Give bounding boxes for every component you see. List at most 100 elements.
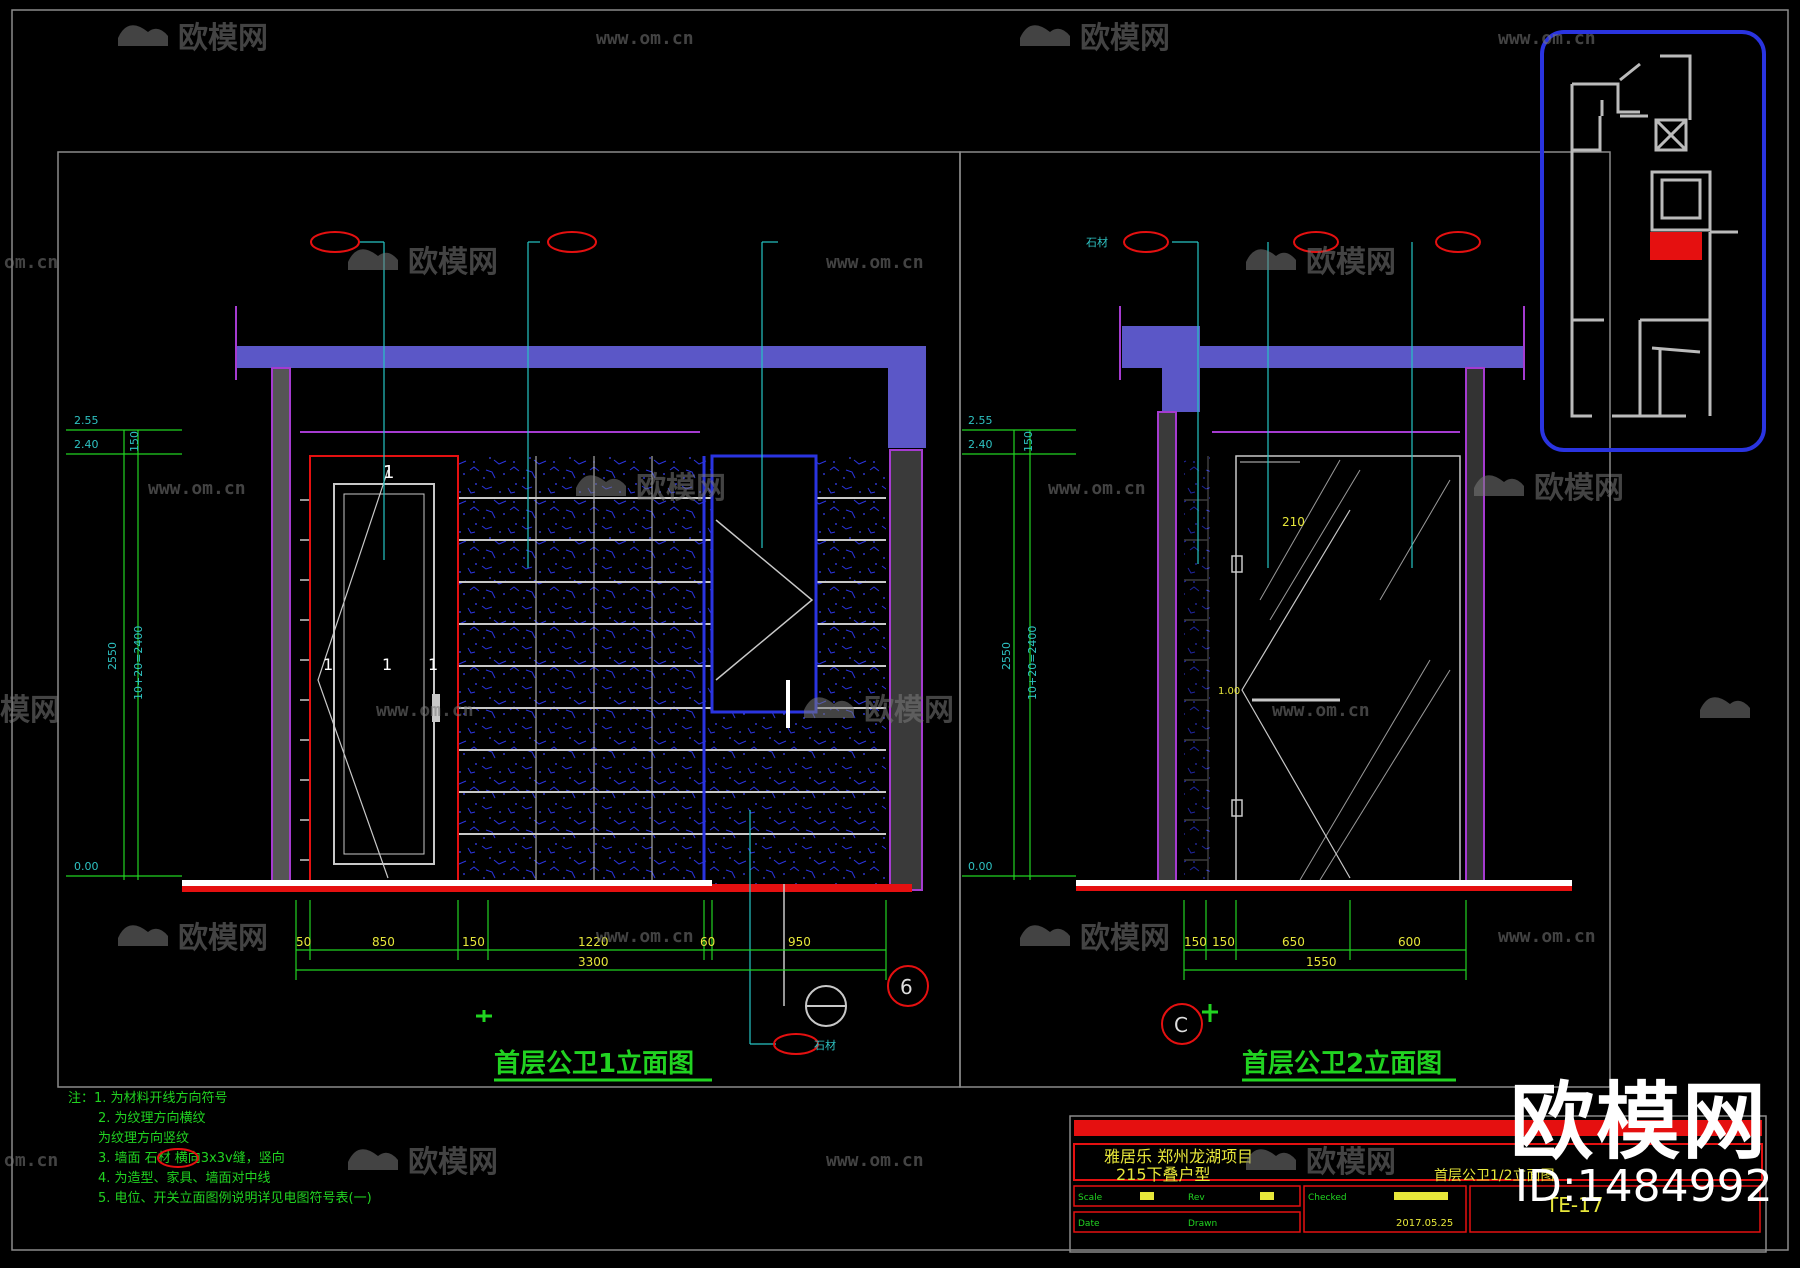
svg-text:欧模网: 欧模网: [408, 1145, 498, 1180]
svg-text:www.om.cn: www.om.cn: [826, 1150, 924, 1171]
ceiling-slab: [236, 346, 926, 448]
brand-logo-text: 欧模网: [1510, 1073, 1769, 1171]
svg-text:欧模网: 欧模网: [178, 21, 268, 56]
level-marks: 2.55 2.40 0.00: [74, 414, 99, 873]
svg-text:5. 电位、开关立面图例说明详见电图符号表(一): 5. 电位、开关立面图例说明详见电图符号表(一): [98, 1190, 372, 1206]
right-wall-2: [1465, 367, 1485, 891]
level-lines-2: [962, 429, 1076, 880]
dimension-values: 50 850 150 1220 60 950 3300: [296, 935, 811, 969]
door-handle: [432, 694, 440, 722]
level-marks-2: 2.55 2.40 0.00: [968, 414, 993, 873]
svg-text:Scale: Scale: [1078, 1193, 1103, 1203]
svg-text:150: 150: [462, 935, 485, 949]
svg-text:欧模网: 欧模网: [864, 693, 954, 728]
svg-text:1550: 1550: [1306, 955, 1337, 969]
glass-dim: 1.00: [1218, 686, 1240, 697]
right-wall: [889, 449, 923, 891]
svg-text:Checked: Checked: [1308, 1193, 1347, 1203]
level-lines: [66, 429, 182, 880]
svg-text:Date: Date: [1078, 1219, 1100, 1229]
svg-text:2.55: 2.55: [74, 414, 99, 427]
svg-text:www.om.cn: www.om.cn: [596, 926, 694, 947]
svg-text:1220: 1220: [578, 935, 609, 949]
svg-text:om.cn: om.cn: [4, 1150, 58, 1171]
key-plan: [1540, 30, 1766, 452]
leader-lines: [358, 241, 778, 1045]
watermarks: 欧模网 www.om.cn 欧模网 www.om.cn om.cn 欧模网 ww…: [0, 21, 1750, 1180]
stone-wall: [458, 456, 886, 884]
svg-text:欧模网: 欧模网: [408, 245, 498, 280]
svg-text:3300: 3300: [578, 955, 609, 969]
title-block: Scale Rev Date Drawn Checked 雅居乐 郑州龙湖项目 …: [1069, 1115, 1767, 1253]
section-c-bubble: [1161, 1003, 1203, 1045]
svg-text:om.cn: om.cn: [4, 252, 58, 273]
project-name: 雅居乐 郑州龙湖项目: [1104, 1147, 1253, 1166]
svg-text:www.om.cn: www.om.cn: [148, 478, 246, 499]
swing-mark: 1: [382, 655, 392, 674]
vdim-2: 150: [1022, 431, 1035, 452]
svg-text:www.om.cn: www.om.cn: [826, 252, 924, 273]
vdim-2: 10+20=2400: [1026, 626, 1039, 700]
vdim: 10+20=2400: [132, 626, 145, 700]
svg-text:2.55: 2.55: [968, 414, 993, 427]
left-wall: [271, 367, 291, 891]
svg-text:150: 150: [1212, 935, 1235, 949]
material-tag-label: 石材: [814, 1038, 836, 1052]
sheet-number: TE-17: [1545, 1193, 1604, 1217]
svg-text:650: 650: [1282, 935, 1305, 949]
svg-text:4. 为造型、家具、墙面对中线: 4. 为造型、家具、墙面对中线: [98, 1170, 271, 1186]
section-6-label: 6: [900, 975, 913, 999]
svg-text:www.om.cn: www.om.cn: [1498, 926, 1596, 947]
svg-text:欧模网: 欧模网: [1534, 471, 1624, 506]
glass-hatch: [1259, 459, 1451, 881]
svg-text:欧模网: 欧模网: [1306, 245, 1396, 280]
svg-text:50: 50: [296, 935, 311, 949]
floor-line: [182, 880, 712, 890]
svg-text:欧模网: 欧模网: [1306, 1145, 1396, 1180]
svg-text:2. 为纹理方向横纹: 2. 为纹理方向横纹: [98, 1110, 206, 1126]
svg-text:600: 600: [1398, 935, 1421, 949]
svg-text:Drawn: Drawn: [1188, 1219, 1217, 1229]
section-6-bubble: [887, 965, 929, 1007]
sheet-frame: [11, 9, 1789, 1251]
left-wall-2: [1157, 411, 1177, 891]
svg-text:www.om.cn: www.om.cn: [596, 28, 694, 49]
glass-dim: 210: [1282, 515, 1305, 529]
drawing-1-title: 首层公卫1立面图: [494, 1048, 694, 1079]
svg-text:注：1. 为材料开线方向符号: 注：1. 为材料开线方向符号: [68, 1090, 228, 1106]
mirror: [710, 454, 818, 714]
svg-text:www.om.cn: www.om.cn: [1048, 478, 1146, 499]
svg-text:欧模网: 欧模网: [1080, 921, 1170, 956]
svg-text:2.40: 2.40: [968, 438, 993, 451]
leader-lines-2: [1172, 241, 1413, 568]
drawing-name: 首层公卫1/2立面图: [1434, 1168, 1555, 1184]
vdim: 2550: [106, 642, 119, 670]
svg-text:欧模网: 欧模网: [636, 471, 726, 506]
key-plan-highlight: [1650, 232, 1702, 260]
swing-mark: 1: [323, 655, 333, 674]
project-subtitle: 215下叠户型: [1116, 1165, 1211, 1184]
material-tags-2: [1123, 231, 1481, 253]
svg-text:3. 墙面 石材 横向3x3v缝，竖向: 3. 墙面 石材 横向3x3v缝，竖向: [98, 1150, 285, 1166]
dimension-lines-2: [1183, 900, 1467, 980]
elevation-2: 210 1.00 石材 2.55 2.40 0.00 150 2550: [962, 231, 1572, 1082]
drawing-date: 2017.05.25: [1396, 1218, 1453, 1229]
svg-text:60: 60: [700, 935, 715, 949]
svg-text:模网: 模网: [0, 693, 60, 728]
material-tag-label-2: 石材: [1086, 235, 1108, 249]
svg-text:0.00: 0.00: [968, 860, 993, 873]
vdim: 150: [128, 431, 141, 452]
svg-text:欧模网: 欧模网: [178, 921, 268, 956]
material-tags: [310, 231, 819, 1055]
svg-text:www.om.cn: www.om.cn: [1498, 28, 1596, 49]
dimension-lines: [295, 900, 887, 980]
svg-text:为纹理方向竖纹: 为纹理方向竖纹: [98, 1130, 189, 1146]
svg-text:0.00: 0.00: [74, 860, 99, 873]
elevation-1: 1 1 1 1 石材 6 2.: [66, 231, 929, 1082]
svg-text:2.40: 2.40: [74, 438, 99, 451]
svg-text:欧模网: 欧模网: [1080, 21, 1170, 56]
drawing-2-title: 首层公卫2立面图: [1242, 1048, 1442, 1079]
notes-block: 注：1. 为材料开线方向符号 2. 为纹理方向横纹 为纹理方向竖纹 3. 墙面 …: [68, 1090, 372, 1206]
